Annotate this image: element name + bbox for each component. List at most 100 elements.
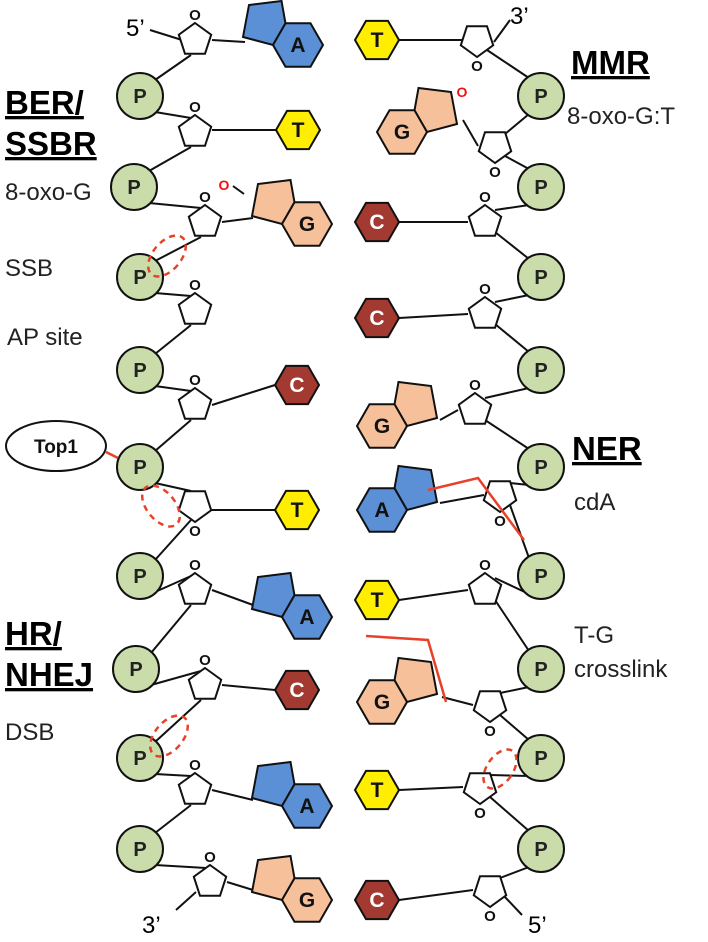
right-phosphate: P <box>517 253 565 301</box>
base-letter: T <box>371 779 384 802</box>
base-letter: A <box>299 606 314 629</box>
base-hexagon <box>353 879 401 921</box>
right-5prime-tail <box>503 895 523 916</box>
left-glycosidic-bond <box>226 881 254 891</box>
left-base-c: C <box>273 669 321 711</box>
ring-oxygen-label: O <box>199 189 211 206</box>
left-base-a: A <box>241 0 325 68</box>
right-glycosidic-bond <box>439 494 485 504</box>
phosphate-label: P <box>133 360 146 382</box>
right-phosphate: P <box>517 825 565 873</box>
phosphate-circle <box>116 825 164 873</box>
left-sugar: O <box>177 757 213 805</box>
hr-nhej-header-line1: HR/ <box>5 615 62 652</box>
phosphate-label: P <box>534 839 547 861</box>
left-base-c: C <box>273 364 321 406</box>
right-sugar: O <box>467 189 503 237</box>
right-backbone-bond <box>504 113 530 135</box>
left-phosphate: P <box>116 825 164 873</box>
sugar-ring <box>187 203 223 237</box>
right-base-c: C <box>353 297 401 339</box>
base-letter: G <box>374 415 390 438</box>
base-hexagon <box>280 594 334 640</box>
left-sugar: O <box>177 372 213 420</box>
right-phosphate: P <box>517 734 565 782</box>
dsb-label: DSB <box>5 719 54 746</box>
left-base-a: A <box>250 760 334 829</box>
left-backbone-bond <box>154 699 202 743</box>
left-backbone-bond <box>154 773 192 777</box>
left-backbone-bond <box>154 419 192 452</box>
right-phosphate: P <box>517 346 565 394</box>
right-backbone-bond <box>509 504 530 559</box>
right-glycosidic-bond <box>398 313 469 319</box>
ring-oxygen-label: O <box>469 377 481 394</box>
ring-oxygen-label: O <box>189 99 201 116</box>
left-phosphate: P <box>116 443 164 491</box>
ring-oxygen-label: O <box>479 557 491 574</box>
left-backbone-bond <box>154 385 192 392</box>
base-letter: C <box>289 374 304 397</box>
ring-oxygen-label: O <box>189 277 201 294</box>
phosphate-label: P <box>534 748 547 770</box>
ring-oxygen-label: O <box>189 523 201 540</box>
phosphate-circle <box>116 72 164 120</box>
sugar-ring <box>462 772 498 806</box>
right-sugar: O <box>482 480 518 530</box>
left-backbone-bond <box>148 202 202 209</box>
right-backbone-bond <box>494 204 530 211</box>
right-backbone-bond <box>499 714 530 741</box>
left-backbone-bond <box>150 604 192 654</box>
cda-label: cdA <box>574 489 615 516</box>
ring-oxygen-label: O <box>494 513 506 530</box>
phosphate-label: P <box>534 457 547 479</box>
ring-oxygen-label: O <box>479 189 491 206</box>
oxo-g-oxygen-label: O <box>219 177 230 193</box>
phosphate-label: P <box>133 457 146 479</box>
phosphate-label: P <box>133 86 146 108</box>
right-glycosidic-bond <box>398 889 474 901</box>
phosphate-circle <box>116 346 164 394</box>
cda-cyclo-bond <box>427 476 526 541</box>
right-base-c: C <box>353 879 401 921</box>
sugar-ring <box>477 131 513 165</box>
sugar-ring <box>187 666 223 700</box>
base-hexagon <box>280 783 334 829</box>
sugar-ring <box>177 21 213 55</box>
left-backbone-bond <box>154 324 192 355</box>
right-glycosidic-bond <box>462 119 479 147</box>
top1-break-circle <box>140 484 182 528</box>
left-3prime-tail <box>175 891 197 911</box>
right-backbone-bond <box>484 419 530 450</box>
base-hexagon <box>353 19 401 61</box>
right-backbone-bond <box>494 323 530 353</box>
right-base-t: T <box>353 579 401 621</box>
left-phosphate: P <box>110 163 158 211</box>
oxo-g-label: 8-oxo-G <box>5 179 92 206</box>
sugar-ring <box>177 113 213 147</box>
left-sugar: O <box>192 849 228 897</box>
sugar-ring <box>177 291 213 325</box>
sugar-ring <box>472 690 508 724</box>
ring-oxygen-label: O <box>479 281 491 298</box>
base-letter: C <box>369 889 384 912</box>
dna-strands: OOOOOOOOOOPPPPPPPPPATGOCTACAGOOOOOOOOOOP… <box>110 0 565 925</box>
hr-nhej-header-line2: NHEJ <box>5 656 93 693</box>
right-glycosidic-bond <box>441 696 474 706</box>
right-phosphate: P <box>517 72 565 120</box>
right-backbone-bond <box>494 599 530 652</box>
phosphate-circle <box>517 443 565 491</box>
left-glycosidic-bond <box>211 39 246 43</box>
ring-oxygen-label: O <box>484 908 496 925</box>
base-letter: G <box>394 121 410 144</box>
left-sugar: O <box>177 277 213 325</box>
right-backbone-bond <box>494 231 530 260</box>
left-backbone-bond <box>154 575 192 593</box>
phosphate-circle <box>517 645 565 693</box>
dsb-break-circle-left <box>148 714 190 758</box>
base-hexagon <box>353 769 401 811</box>
right-glycosidic-bond <box>398 786 464 791</box>
left-glycosidic-bond <box>211 789 254 801</box>
phosphate-circle <box>517 346 565 394</box>
